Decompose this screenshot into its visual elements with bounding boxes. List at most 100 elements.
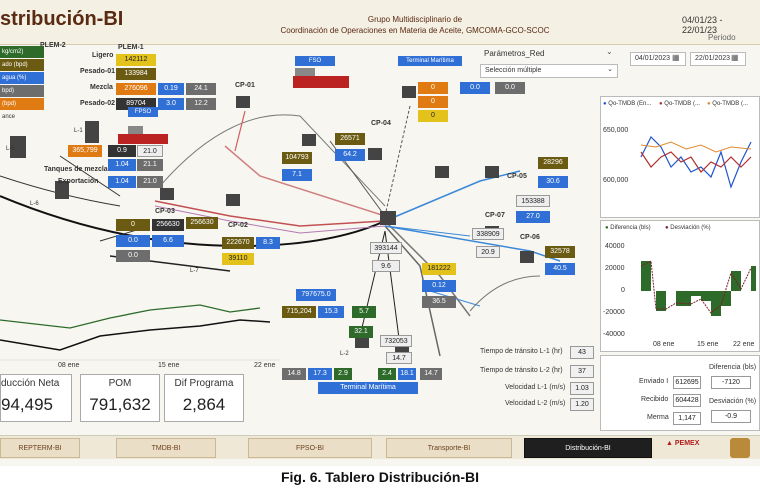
multi-select[interactable]: Selección múltiple ⌄ bbox=[480, 64, 618, 78]
legend-bpd: bpd) bbox=[0, 85, 44, 97]
center-v2: 9.6 bbox=[372, 260, 400, 272]
fpso-button[interactable]: FPSO bbox=[128, 107, 158, 117]
fso-v4: 0 bbox=[418, 96, 448, 108]
line-chart-svg bbox=[640, 135, 752, 189]
pesado02-api: 12.2 bbox=[186, 98, 216, 110]
tab-repterm[interactable]: REPTERM-BI bbox=[0, 438, 80, 458]
cp02-water: 8.3 bbox=[256, 237, 280, 249]
bottom-v9: 17.3 bbox=[308, 368, 332, 380]
period-label: Periodo bbox=[708, 33, 736, 42]
desviacion-label: Desviación (%) bbox=[709, 398, 757, 405]
cp04-volume: 26571 bbox=[335, 133, 365, 145]
transit-label-2: Tiempo de tránsito L-2 (hr) bbox=[480, 367, 563, 374]
fso-v3: 0.0 bbox=[495, 82, 525, 94]
pesado01-value: 133984 bbox=[116, 68, 156, 80]
tab-bar: REPTERM-BI TMDB-BI FPSO-BI Transporte-BI… bbox=[0, 435, 760, 459]
recibido-label: Recibido bbox=[641, 396, 669, 403]
desviacion-value: -0.9 bbox=[711, 410, 751, 423]
tanques-v5: 21.1 bbox=[137, 159, 163, 171]
diff-x-label-3: 22 ene bbox=[733, 341, 755, 348]
tab-distribucion[interactable]: Distribución-BI bbox=[524, 438, 652, 458]
ligero-label: Ligero bbox=[92, 52, 114, 59]
bottom-v10: 2.9 bbox=[334, 368, 352, 380]
tanques-v2: 0.9 bbox=[108, 145, 136, 157]
diff-x-label-1: 08 ene bbox=[653, 341, 675, 348]
pesado02-label: Pesado-02 bbox=[80, 100, 116, 107]
tab-fpso[interactable]: FPSO-BI bbox=[248, 438, 372, 458]
param-chevron-icon[interactable]: ⌄ bbox=[606, 47, 613, 56]
y-tick-3: 0 bbox=[621, 287, 625, 294]
cp04-water: 64.2 bbox=[335, 149, 365, 161]
mezcla-value: 276096 bbox=[116, 83, 156, 95]
date-to-value: 22/01/2023 bbox=[695, 55, 731, 62]
mezcla-label: Mezcla bbox=[90, 84, 113, 91]
line-l1: L-1 bbox=[74, 128, 83, 134]
diff-chart-svg bbox=[640, 260, 756, 316]
terminal-bottom-button[interactable]: Terminal Marítima bbox=[318, 382, 418, 394]
merma-value: 1,147 bbox=[673, 412, 701, 425]
y-tick-5: -40000 bbox=[603, 331, 625, 338]
cp07-water: 20.9 bbox=[476, 246, 500, 258]
cp06-label: CP-06 bbox=[520, 234, 540, 241]
tab-transporte[interactable]: Transporte-BI bbox=[386, 438, 512, 458]
fso-button[interactable]: FSO bbox=[295, 56, 335, 66]
enviado-value: 612695 bbox=[673, 376, 701, 389]
cp01-volume: 104793 bbox=[282, 152, 312, 164]
center-v5: 36.5 bbox=[422, 296, 456, 308]
terminal-top-button[interactable]: Terminal Marítima bbox=[398, 56, 462, 66]
legend-pressure: kg/cm2) bbox=[0, 46, 44, 58]
tanques-v7: 21.0 bbox=[137, 176, 163, 188]
cp03-v2: 256630 bbox=[152, 219, 184, 231]
legend-desviacion: ● Desviación (%) bbox=[665, 225, 711, 231]
transit-label-3: Velocidad L-1 (m/s) bbox=[505, 384, 566, 391]
mezcla-api: 24.1 bbox=[186, 83, 216, 95]
tanques-volume: 365,799 bbox=[68, 145, 102, 157]
cp06-volume: 32578 bbox=[545, 246, 575, 258]
date-from-input[interactable]: 04/01/2023 bbox=[630, 52, 686, 66]
transit-value-1: 43 bbox=[570, 346, 594, 359]
legend-orange: (bpd) bbox=[0, 98, 44, 110]
fso-ship bbox=[293, 76, 349, 88]
cp03-v3: 256630 bbox=[186, 217, 218, 229]
y-tick-2: 20000 bbox=[605, 265, 625, 272]
cp05-volume: 28296 bbox=[538, 157, 568, 169]
calendar-to-icon[interactable]: ▦ bbox=[731, 53, 739, 62]
ligero-value: 142112 bbox=[116, 54, 156, 66]
calendar-from-icon[interactable]: ▦ bbox=[672, 53, 680, 62]
mini-x-label-1: 08 ene bbox=[58, 362, 80, 369]
date-to-input[interactable]: 22/01/2023 bbox=[690, 52, 746, 66]
subtitle-line-2: Coordinación de Operaciones en Materia d… bbox=[280, 26, 550, 35]
pemex-icon: ▲ bbox=[666, 440, 673, 447]
bottom-v6: 732053 bbox=[380, 335, 412, 347]
transit-label-4: Velocidad L-2 (m/s) bbox=[505, 400, 566, 407]
header-subtitle: Grupo Multidisciplinario de Coordinación… bbox=[250, 14, 580, 36]
cp05-water: 30.6 bbox=[538, 176, 568, 188]
tanques-label: Tanques de mezcla bbox=[44, 166, 108, 173]
network-lines bbox=[0, 68, 561, 358]
tab-tmdb[interactable]: TMDB-BI bbox=[116, 438, 216, 458]
cp03-v5: 6.6 bbox=[152, 235, 184, 247]
cp03-v4: 0.0 bbox=[116, 235, 150, 247]
line-l2: L-2 bbox=[340, 351, 349, 357]
center-v3: 181222 bbox=[422, 263, 456, 275]
date-from-value: 04/01/2023 bbox=[635, 55, 671, 62]
center-v1: 393144 bbox=[370, 242, 402, 254]
cp03-label: CP-03 bbox=[155, 208, 175, 215]
center-v4: 0.12 bbox=[422, 280, 456, 292]
mini-line-chart bbox=[0, 304, 280, 361]
legend-series-2: ● Qo-TMDB (... bbox=[659, 101, 700, 107]
cp02-v3: 39110 bbox=[222, 253, 254, 265]
line-l6: L-6 bbox=[30, 201, 39, 207]
transit-value-3: 1.03 bbox=[570, 382, 594, 395]
recibido-value: 604428 bbox=[673, 394, 701, 407]
legend-diferencia: ● Diferencia (bls) bbox=[605, 225, 651, 231]
bottom-v2: 715,204 bbox=[282, 306, 316, 318]
header-bar: stribución-BI Grupo Multidisciplinario d… bbox=[0, 0, 760, 45]
cp06-water: 40.5 bbox=[545, 263, 575, 275]
pemex-logo: ▲ PEMEX bbox=[666, 440, 699, 447]
cp03-v6: 0.0 bbox=[116, 250, 150, 262]
tanques-v3: 21.0 bbox=[137, 145, 163, 157]
bottom-v11: 2.4 bbox=[378, 368, 396, 380]
cp05-v3: 153388 bbox=[516, 195, 550, 207]
legend-series-1: ● Qo-TMDB (En... bbox=[603, 101, 652, 107]
